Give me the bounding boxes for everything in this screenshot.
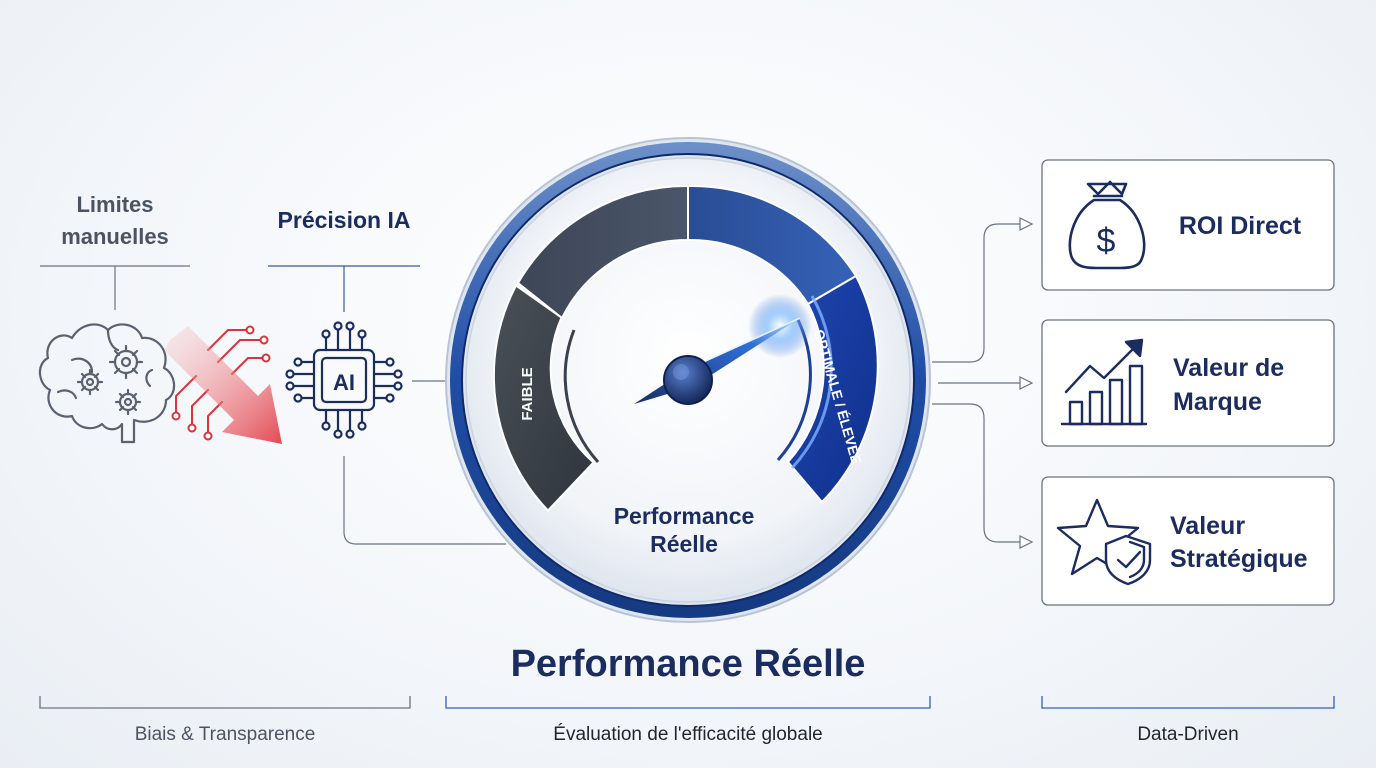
footer-brackets	[39, 696, 1335, 709]
card-roi-direct: $ ROI Direct	[1041, 159, 1335, 291]
money-bag-icon	[1068, 180, 1146, 270]
card-roi-title: ROI Direct	[1179, 212, 1302, 240]
ai-chip-label: AI	[333, 370, 355, 395]
card-strategic-title-line2: Stratégique	[1170, 545, 1308, 573]
manual-limits-label: Limites	[76, 192, 153, 217]
gauge-center-label: Performance	[614, 503, 755, 529]
footer-left-label: Biais & Transparence	[135, 724, 316, 745]
card-brand-title: Valeur de	[1173, 354, 1284, 382]
footer-right-label: Data-Driven	[1137, 724, 1238, 745]
gauge-high-glow	[790, 295, 833, 470]
manual-limits-label-line2: manuelles	[61, 224, 169, 249]
performance-gauge: FAIBLE OPTIMALE / ÉLEVÉE Performance Rée…	[445, 137, 931, 623]
gauge-center-label-line2: Réelle	[650, 531, 718, 557]
card-brand-value: Valeur de Marque	[1041, 319, 1335, 447]
ai-chip-icon	[285, 321, 403, 439]
ai-precision-label: Précision IA	[278, 207, 411, 233]
dollar-sign-glyph: $	[1097, 222, 1116, 260]
gauge-inner-arc	[563, 329, 600, 464]
growth-chart-icon	[1060, 338, 1148, 426]
right-connectors	[932, 217, 1034, 549]
card-brand-title-line2: Marque	[1173, 388, 1262, 416]
gauge-segment-low	[492, 284, 595, 512]
footer-center-label: Évaluation de l'efficacité globale	[553, 724, 822, 745]
gauge-hub	[663, 355, 713, 405]
chip-bottom-connector	[343, 456, 506, 545]
segment-low-label: FAIBLE	[519, 367, 536, 420]
gauge-segment-mid-high	[687, 184, 858, 306]
brain-gears-icon	[38, 323, 176, 444]
star-shield-icon	[1056, 498, 1152, 586]
main-title: Performance Réelle	[511, 643, 866, 685]
card-strategic-value: Valeur Stratégique	[1041, 476, 1335, 606]
card-strategic-title: Valeur	[1170, 512, 1245, 540]
decline-arrow-icon	[164, 325, 282, 444]
